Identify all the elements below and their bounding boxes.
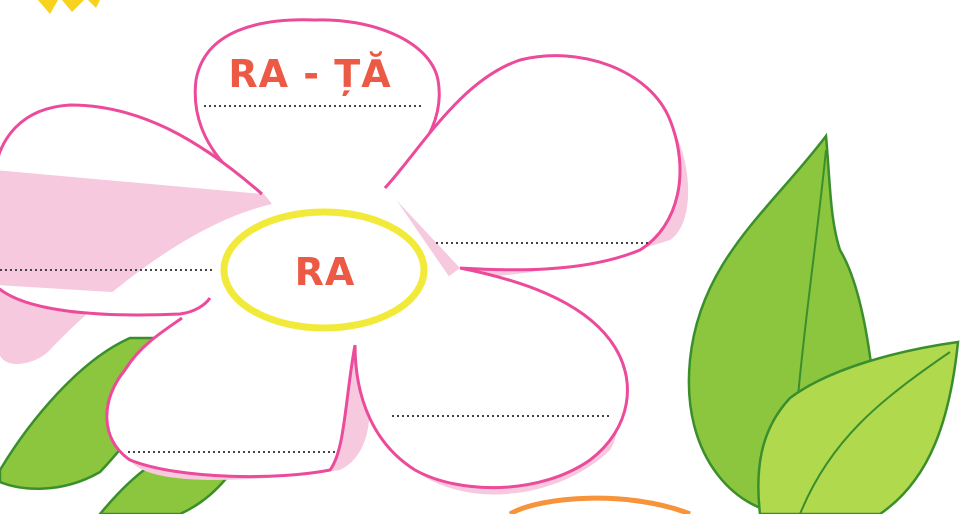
sun-icon	[38, 0, 100, 14]
orange-shape-icon	[510, 498, 690, 514]
center-syllable: RA	[245, 250, 405, 294]
top-petal-word: RA - ȚĂ	[200, 52, 420, 96]
